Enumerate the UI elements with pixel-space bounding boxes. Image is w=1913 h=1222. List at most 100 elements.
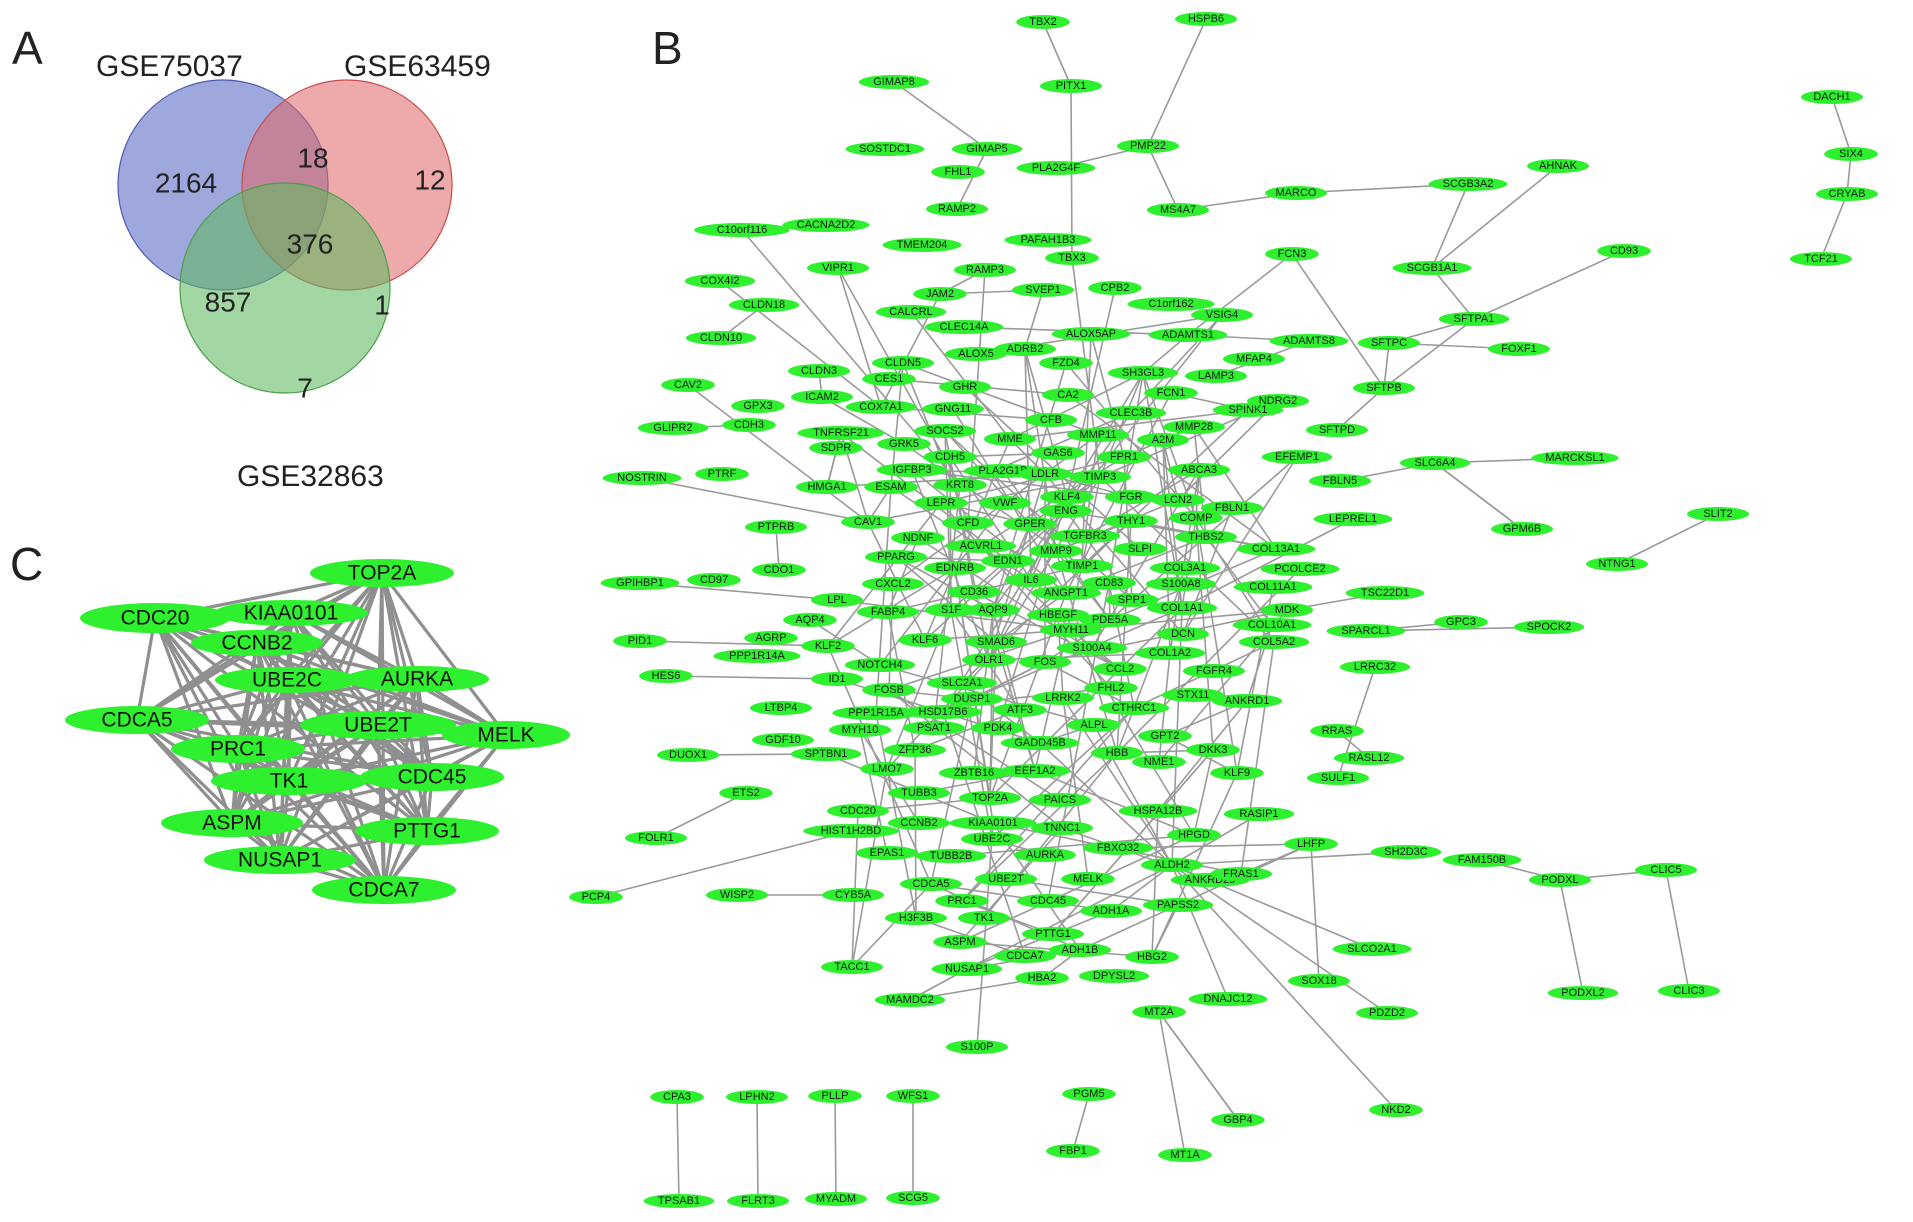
ppi-node-mt1a[interactable]: MT1A xyxy=(1158,1148,1212,1162)
ppi-node-fzd4[interactable]: FZD4 xyxy=(1039,356,1093,370)
ppi-node-clic3[interactable]: CLIC3 xyxy=(1658,984,1720,998)
ppi-node-wisp2[interactable]: WISP2 xyxy=(706,888,768,902)
ppi-node-lphn2[interactable]: LPHN2 xyxy=(726,1090,788,1104)
ppi-node-papss2[interactable]: PAPSS2 xyxy=(1142,898,1214,912)
ppi-node-pgm5[interactable]: PGM5 xyxy=(1062,1087,1116,1101)
ppi-node-ccnb2[interactable]: CCNB2 xyxy=(888,816,950,830)
ppi-node-fam150b[interactable]: FAM150B xyxy=(1442,853,1522,867)
ppi-node-fbln1[interactable]: FBLN1 xyxy=(1201,501,1263,515)
ppi-node-mt2a[interactable]: MT2A xyxy=(1132,1005,1186,1019)
ppi-node-fpr1[interactable]: FPR1 xyxy=(1097,450,1151,464)
ppi-node-hba2[interactable]: HBA2 xyxy=(1015,971,1069,985)
ppi-node-adrb2[interactable]: ADRB2 xyxy=(994,342,1056,356)
ppi-node-aldh2[interactable]: ALDH2 xyxy=(1141,858,1203,872)
ppi-node-alox5ap[interactable]: ALOX5AP xyxy=(1051,327,1131,341)
ppi-node-pcp4[interactable]: PCP4 xyxy=(569,890,623,904)
ppi-node-fbxo32[interactable]: FBXO32 xyxy=(1082,841,1154,855)
ppi-node-pitx1[interactable]: PITX1 xyxy=(1040,79,1102,93)
ppi-node-sftpb[interactable]: SFTPB xyxy=(1353,381,1415,395)
ppi-node-fgfr4[interactable]: FGFR4 xyxy=(1183,664,1245,678)
ppi-node-ca2[interactable]: CA2 xyxy=(1042,388,1094,402)
ppi-node-hbegf[interactable]: HBEGF xyxy=(1027,608,1089,622)
ppi-node-klf9[interactable]: KLF9 xyxy=(1210,766,1264,780)
ppi-node-gbp4[interactable]: GBP4 xyxy=(1211,1113,1265,1127)
ppi-node-ptprb[interactable]: PTPRB xyxy=(745,520,807,534)
ppi-node-pparg[interactable]: PPARG xyxy=(865,550,927,564)
ppi-node-spock2[interactable]: SPOCK2 xyxy=(1513,620,1585,634)
ppi-node-cthrc1[interactable]: CTHRC1 xyxy=(1098,701,1170,715)
ppi-node-pllp[interactable]: PLLP xyxy=(808,1089,862,1103)
ppi-node-cav1[interactable]: CAV1 xyxy=(841,515,895,529)
ppi-node-cdo1[interactable]: CDO1 xyxy=(752,563,806,577)
ppi-node-s100a8[interactable]: S100A8 xyxy=(1145,577,1217,591)
ppi-node-rasip1[interactable]: RASIP1 xyxy=(1223,807,1295,821)
ppi-node-tk1[interactable]: TK1 xyxy=(958,911,1010,925)
ppi-node-mfap4[interactable]: MFAP4 xyxy=(1223,352,1285,366)
ppi-node-c10orf116[interactable]: C10orf116 xyxy=(694,223,790,237)
ppi-node-vipr1[interactable]: VIPR1 xyxy=(807,261,869,275)
ppi-node-cdca5[interactable]: CDCA5 xyxy=(900,877,962,891)
ppi-node-il6[interactable]: IL6 xyxy=(1005,573,1057,587)
ppi-node-spp1[interactable]: SPP1 xyxy=(1105,593,1159,607)
ppi-node-adh1a[interactable]: ADH1A xyxy=(1080,904,1142,918)
ppi-node-gpm6b[interactable]: GPM6B xyxy=(1491,522,1553,536)
ppi-node-igfbp3[interactable]: IGFBP3 xyxy=(876,463,948,477)
ppi-node-gimap5[interactable]: GIMAP5 xyxy=(951,142,1023,156)
ppi-node-gpx3[interactable]: GPX3 xyxy=(731,399,785,413)
ppi-node-thbs2[interactable]: THBS2 xyxy=(1175,530,1237,544)
ppi-node-s100p[interactable]: S100P xyxy=(946,1040,1008,1054)
ppi-node-pcolce2[interactable]: PCOLCE2 xyxy=(1260,562,1340,576)
ppi-node-sftpc[interactable]: SFTPC xyxy=(1358,336,1420,350)
ppi-node-pafah1b3[interactable]: PAFAH1B3 xyxy=(1004,233,1092,247)
hub-node-ube2c[interactable]: UBE2C xyxy=(215,667,359,693)
ppi-node-krt8[interactable]: KRT8 xyxy=(933,478,987,492)
ppi-node-pde5a[interactable]: PDE5A xyxy=(1079,613,1141,627)
ppi-node-klf6[interactable]: KLF6 xyxy=(898,633,952,647)
ppi-node-cdh5[interactable]: CDH5 xyxy=(923,450,977,464)
ppi-node-fbln5[interactable]: FBLN5 xyxy=(1309,474,1371,488)
ppi-node-gimap8[interactable]: GIMAP8 xyxy=(858,75,930,89)
ppi-node-hbb[interactable]: HBB xyxy=(1091,746,1143,760)
ppi-node-mdk[interactable]: MDK xyxy=(1261,603,1313,617)
ppi-node-tbx2[interactable]: TBX2 xyxy=(1016,15,1070,29)
hub-node-tk1[interactable]: TK1 xyxy=(211,767,367,795)
ppi-node-aqp9[interactable]: AQP9 xyxy=(966,603,1020,617)
ppi-node-nostrin[interactable]: NOSTRIN xyxy=(602,471,682,485)
ppi-node-cdc20[interactable]: CDC20 xyxy=(827,804,889,818)
ppi-node-tnnc1[interactable]: TNNC1 xyxy=(1031,821,1093,835)
ppi-node-melk[interactable]: MELK xyxy=(1061,872,1115,886)
ppi-node-ube2c[interactable]: UBE2C xyxy=(961,832,1023,846)
ppi-node-ednrb[interactable]: EDNRB xyxy=(924,561,986,575)
ppi-node-mamdc2[interactable]: MAMDC2 xyxy=(874,993,946,1007)
ppi-node-gng11[interactable]: GNG11 xyxy=(922,402,984,416)
ppi-node-ube2t[interactable]: UBE2T xyxy=(975,872,1037,886)
ppi-node-col1a2[interactable]: COL1A2 xyxy=(1134,646,1206,660)
ppi-node-ramp3[interactable]: RAMP3 xyxy=(954,263,1016,277)
ppi-node-col1a1[interactable]: COL1A1 xyxy=(1146,601,1218,615)
ppi-node-marco[interactable]: MARCO xyxy=(1265,186,1327,200)
hub-node-kiaa0101[interactable]: KIAA0101 xyxy=(214,600,368,626)
ppi-node-ahnak[interactable]: AHNAK xyxy=(1527,159,1589,173)
ppi-node-vsig4[interactable]: VSIG4 xyxy=(1191,308,1253,322)
ppi-node-lamp3[interactable]: LAMP3 xyxy=(1185,369,1247,383)
ppi-node-lhfp[interactable]: LHFP xyxy=(1284,837,1338,851)
ppi-node-thy1[interactable]: THY1 xyxy=(1104,514,1158,528)
ppi-node-mmp11[interactable]: MMP11 xyxy=(1067,428,1129,442)
ppi-node-mmp9[interactable]: MMP9 xyxy=(1029,544,1083,558)
ppi-node-dusp1[interactable]: DUSP1 xyxy=(941,692,1003,706)
ppi-node-esam[interactable]: ESAM xyxy=(864,480,918,494)
ppi-node-eef1a2[interactable]: EEF1A2 xyxy=(999,764,1071,778)
ppi-node-paics[interactable]: PAICS xyxy=(1029,793,1091,807)
ppi-node-cldn5[interactable]: CLDN5 xyxy=(872,356,934,370)
ppi-node-glipr2[interactable]: GLIPR2 xyxy=(637,421,709,435)
ppi-node-lepr[interactable]: LEPR xyxy=(914,496,968,510)
ppi-node-slpi[interactable]: SLPI xyxy=(1113,542,1167,556)
ppi-node-gadd45b[interactable]: GADD45B xyxy=(1000,736,1080,750)
ppi-node-alpl[interactable]: ALPL xyxy=(1067,718,1121,732)
ppi-node-ntng1[interactable]: NTNG1 xyxy=(1586,557,1648,571)
ppi-node-fcn3[interactable]: FCN3 xyxy=(1265,247,1319,261)
ppi-node-aqp4[interactable]: AQP4 xyxy=(783,613,837,627)
ppi-node-sulf1[interactable]: SULF1 xyxy=(1307,771,1369,785)
ppi-node-vwf[interactable]: VWF xyxy=(979,496,1031,510)
ppi-node-hes6[interactable]: HES6 xyxy=(639,669,693,683)
